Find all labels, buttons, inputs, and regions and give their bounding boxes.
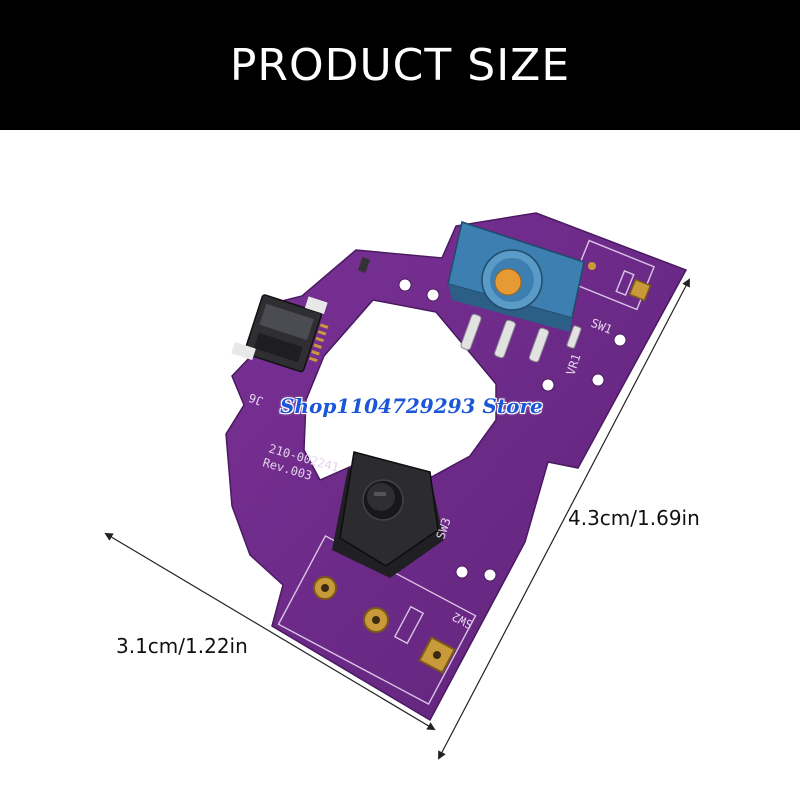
label-sw3: SW3 (434, 516, 454, 541)
label-j6: J6 (247, 390, 265, 408)
sw3-tactile-switch (332, 451, 444, 578)
smd-component (357, 257, 371, 273)
width-dimension-label: 3.1cm/1.22in (116, 634, 248, 658)
encoder-component (447, 221, 585, 363)
solder-pads (313, 262, 652, 674)
label-vr1: VR1 (564, 352, 584, 377)
title-banner: PRODUCT SIZE (0, 0, 800, 130)
width-dimension-line (104, 532, 436, 731)
j6-connector (231, 294, 329, 373)
store-watermark: Shop1104729293 Store (280, 394, 543, 418)
banner-title: PRODUCT SIZE (229, 39, 571, 91)
length-dimension-line (438, 278, 690, 760)
length-dimension-label: 4.3cm/1.69in (568, 506, 700, 530)
